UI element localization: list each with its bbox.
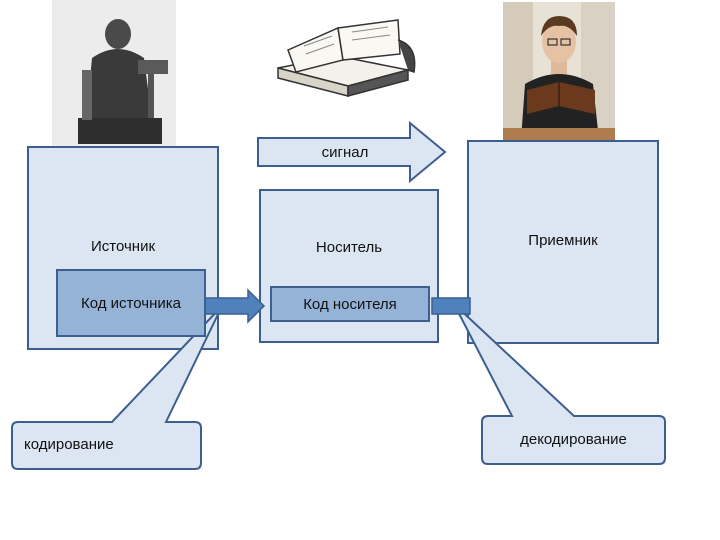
source-code-label: Код источника [81, 294, 181, 312]
receiver-box [467, 140, 659, 344]
encode-arrow [201, 288, 266, 324]
reader-icon [503, 2, 615, 140]
signal-arrow [257, 120, 447, 184]
source-code-box: Код источника [56, 269, 206, 337]
encoding-label: кодирование [24, 436, 114, 453]
decoding-callout [453, 303, 666, 465]
source-picture [52, 0, 176, 146]
carrier-code-label: Код носителя [303, 295, 397, 313]
signal-label: сигнал [321, 144, 369, 161]
carrier-title: Носитель [315, 239, 383, 256]
carrier-code-box: Код носителя [270, 286, 430, 322]
encoding-callout [11, 305, 223, 470]
source-title: Источник [90, 238, 156, 255]
receiver-title: Приемник [528, 232, 598, 249]
receiver-picture [503, 2, 615, 140]
carrier-picture [268, 10, 428, 110]
books-icon [277, 19, 416, 97]
decode-arrow [431, 297, 471, 315]
decoding-label: декодирование [520, 431, 627, 448]
monk-statue-icon [52, 0, 176, 146]
